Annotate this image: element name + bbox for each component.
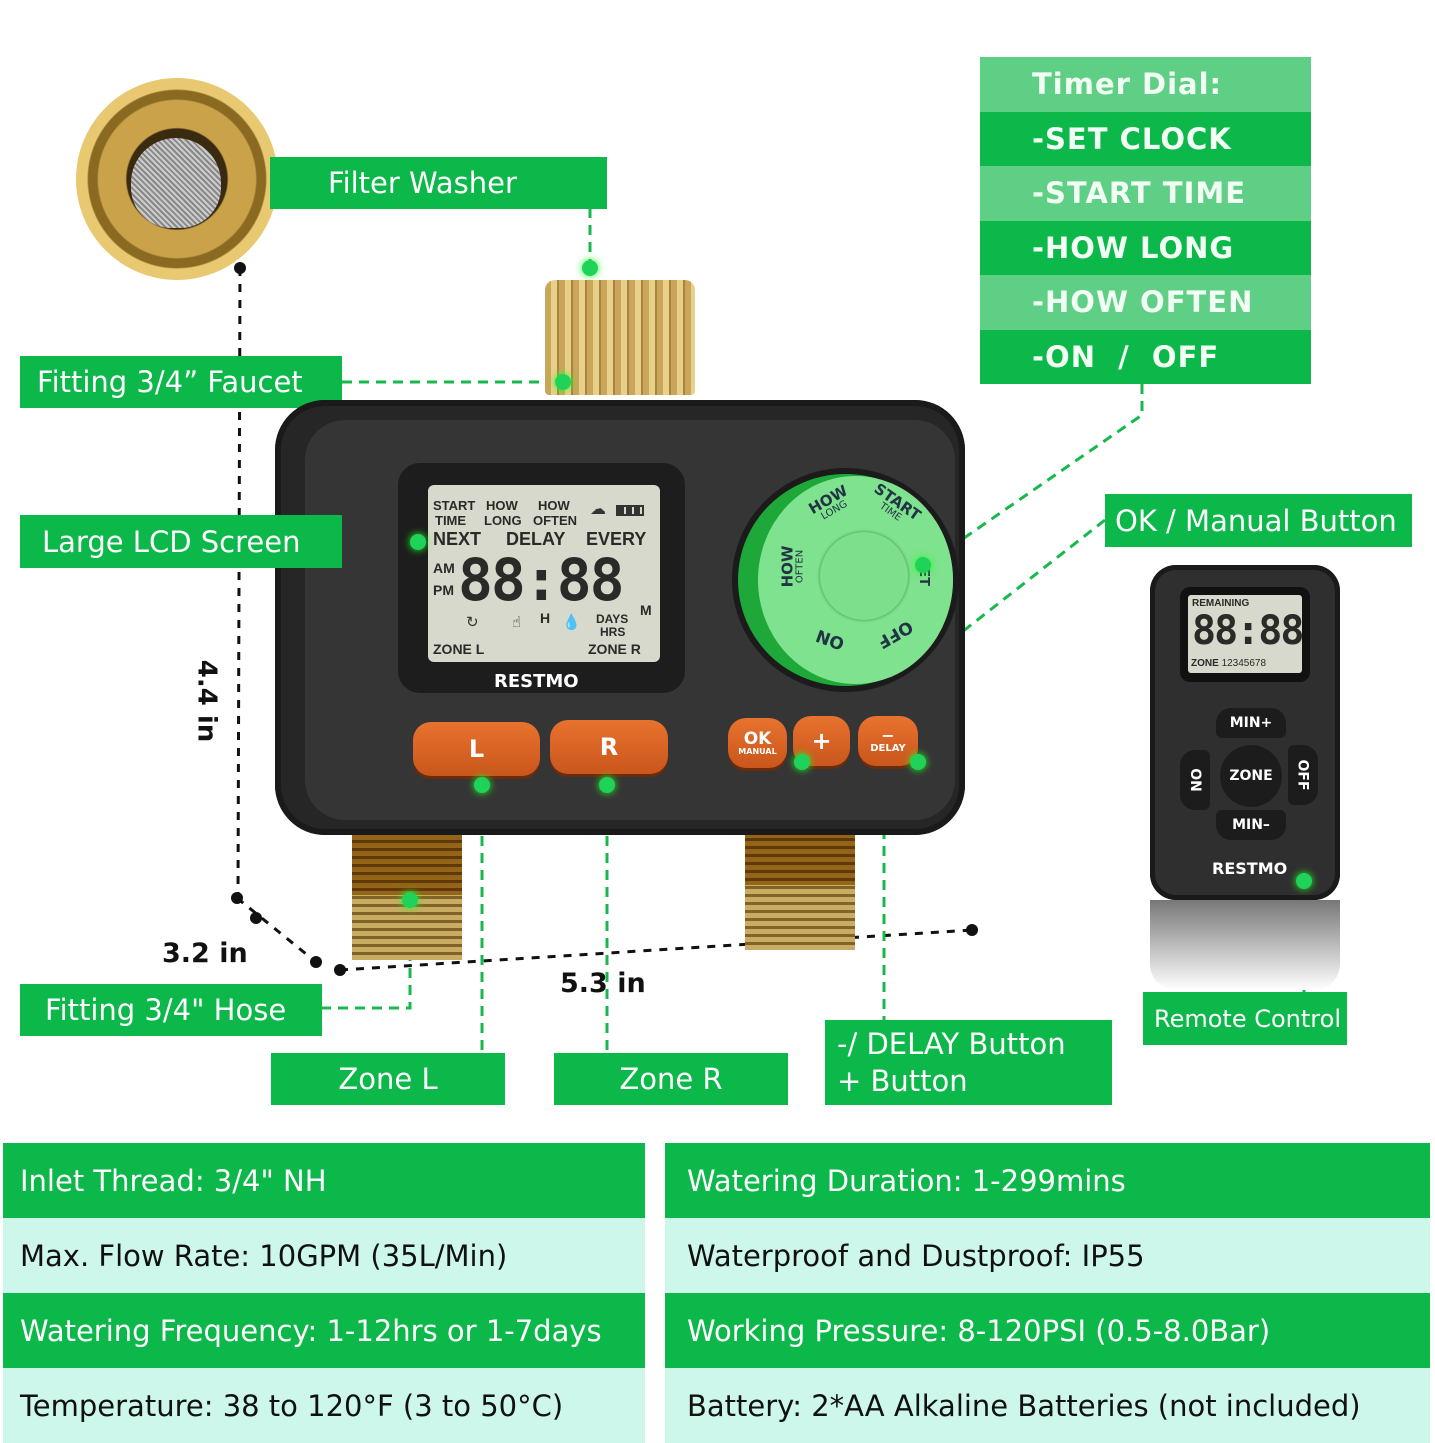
ok-label: OK [743, 728, 772, 749]
filter-washer-image [76, 78, 278, 280]
lcd-screen-label: Large LCD Screen [20, 515, 342, 568]
lcd-pm: PM [433, 582, 454, 598]
depth-dimension: 3.2 in [162, 938, 248, 969]
specs-left: Inlet Thread: 3/4" NH Max. Flow Rate: 10… [3, 1143, 645, 1443]
timer-dial-list: Timer Dial: -SET CLOCK -START TIME -HOW … [980, 57, 1311, 384]
timer-dial-item: -ON / OFF [980, 329, 1311, 384]
callout-dot [794, 754, 810, 770]
dial-how-often: HOW [778, 545, 797, 588]
hand-icon: ☝ [512, 613, 522, 631]
spec-row: Inlet Thread: 3/4" NH [3, 1143, 645, 1218]
lcd-m: M [640, 602, 652, 618]
water-drop-icon: 💧 [562, 613, 581, 631]
auto-icon: ↻ [466, 613, 479, 631]
lcd-days: DAYS [596, 612, 629, 626]
plus-button-label: + Button [837, 1063, 968, 1098]
callout-dot [555, 374, 571, 390]
spec-row: Waterproof and Dustproof: IP55 [665, 1218, 1430, 1293]
callout-dot [410, 534, 426, 550]
callout-dot [915, 557, 931, 573]
callout-dot [599, 777, 615, 793]
lcd-digits: 88:88 [458, 546, 625, 614]
faucet-fitting-label: Fitting 3/4” Faucet [20, 356, 342, 408]
callout-dot [582, 260, 598, 276]
callout-dot [910, 754, 926, 770]
remote-control-label: Remote Control [1143, 992, 1347, 1045]
spec-row: Max. Flow Rate: 10GPM (35L/Min) [3, 1218, 645, 1293]
battery-icon [616, 505, 644, 516]
timer-dial-item: -HOW LONG [980, 220, 1311, 275]
delay-button[interactable]: −DELAY [858, 716, 918, 766]
zone-r-label: Zone R [554, 1053, 788, 1105]
width-dimension: 5.3 in [560, 968, 646, 999]
delay-plus-label: -/ DELAY Button + Button [825, 1020, 1112, 1105]
remote-zone: ZONE [1191, 658, 1219, 669]
zone-r-button-label: R [599, 733, 619, 761]
remote-brand-logo: RESTMO [1212, 859, 1288, 878]
remote-remaining: REMAINING [1192, 598, 1250, 609]
delay-button-label: -/ DELAY Button [837, 1027, 1066, 1062]
callout-dot [474, 777, 490, 793]
zone-button[interactable]: ZONE [1220, 745, 1282, 807]
remote-digits: 88:88 [1192, 608, 1304, 654]
lcd-h: H [540, 610, 551, 626]
remote-reflection [1150, 900, 1340, 990]
dial-often: OFTEN [794, 549, 806, 584]
rain-icon: ☁ [590, 499, 606, 518]
lcd-delay: DELAY [506, 529, 566, 549]
min-plus-button[interactable]: MIN+ [1216, 708, 1286, 738]
lcd-how: HOW [486, 498, 518, 513]
hose-fitting-label: Fitting 3/4" Hose [20, 984, 322, 1036]
lcd-time: TIME [435, 513, 467, 528]
height-dimension: 4.4 in [191, 659, 222, 743]
lcd-start: START [433, 498, 476, 513]
lcd-zone-l: ZONE L [433, 641, 485, 657]
remote-on-button[interactable]: ON [1180, 750, 1210, 810]
manual-label: MANUAL [738, 746, 777, 756]
timer-dial-item: -SET CLOCK [980, 111, 1311, 166]
min-minus-button[interactable]: MIN– [1216, 810, 1286, 840]
lcd-how: HOW [538, 498, 570, 513]
hose-fitting-right [745, 820, 855, 950]
ok-manual-label: OK / Manual Button [1105, 494, 1412, 547]
spec-row: Temperature: 38 to 120°F (3 to 50°C) [3, 1368, 645, 1443]
spec-row: Working Pressure: 8-120PSI (0.5-8.0Bar) [665, 1293, 1430, 1368]
lcd-often: OFTEN [533, 513, 578, 528]
callout-dot [1296, 873, 1312, 889]
brand-logo: RESTMO [494, 671, 579, 692]
remote-zones: 12345678 [1221, 658, 1267, 669]
lcd-screen: START TIME HOW LONG HOW OFTEN ☁ NEXT DEL… [398, 463, 685, 693]
timer-dial-item: -HOW OFTEN [980, 275, 1311, 330]
remote-control: REMAINING 88:88 ZONE 12345678 MIN+ ON ZO… [1150, 565, 1340, 900]
spec-row: Watering Frequency: 1-12hrs or 1-7days [3, 1293, 645, 1368]
zone-r-button[interactable]: R [550, 720, 668, 774]
remote-on-label: ON [1187, 768, 1203, 792]
mesh-screen-icon [131, 138, 221, 228]
minus-label: − [881, 726, 895, 745]
spec-row: Battery: 2*AA Alkaline Batteries (not in… [665, 1368, 1430, 1443]
spec-row: Watering Duration: 1-299mins [665, 1143, 1430, 1218]
lcd-hrs: HRS [600, 625, 626, 639]
specs-right: Watering Duration: 1-299mins Waterproof … [665, 1143, 1430, 1443]
lcd-long: LONG [484, 513, 522, 528]
lcd-am: AM [433, 560, 455, 576]
lcd-every: EVERY [586, 529, 647, 549]
zone-l-button[interactable]: L [413, 722, 540, 776]
callout-dot [402, 892, 418, 908]
filter-washer-label: Filter Washer [270, 157, 607, 209]
zone-l-button-label: L [468, 735, 485, 763]
lcd-next: NEXT [433, 529, 482, 549]
timer-dial-item: -START TIME [980, 166, 1311, 221]
remote-off-button[interactable]: OFF [1288, 745, 1318, 805]
zone-l-label: Zone L [271, 1053, 505, 1105]
remote-off-label: OFF [1295, 759, 1311, 791]
plus-button[interactable]: + [793, 716, 850, 766]
timer-dial-title: Timer Dial: [980, 57, 1311, 112]
lcd-zone-r: ZONE R [588, 641, 641, 657]
plus-label: + [811, 727, 832, 755]
delay-label: DELAY [870, 743, 906, 754]
faucet-fitting [545, 280, 695, 395]
